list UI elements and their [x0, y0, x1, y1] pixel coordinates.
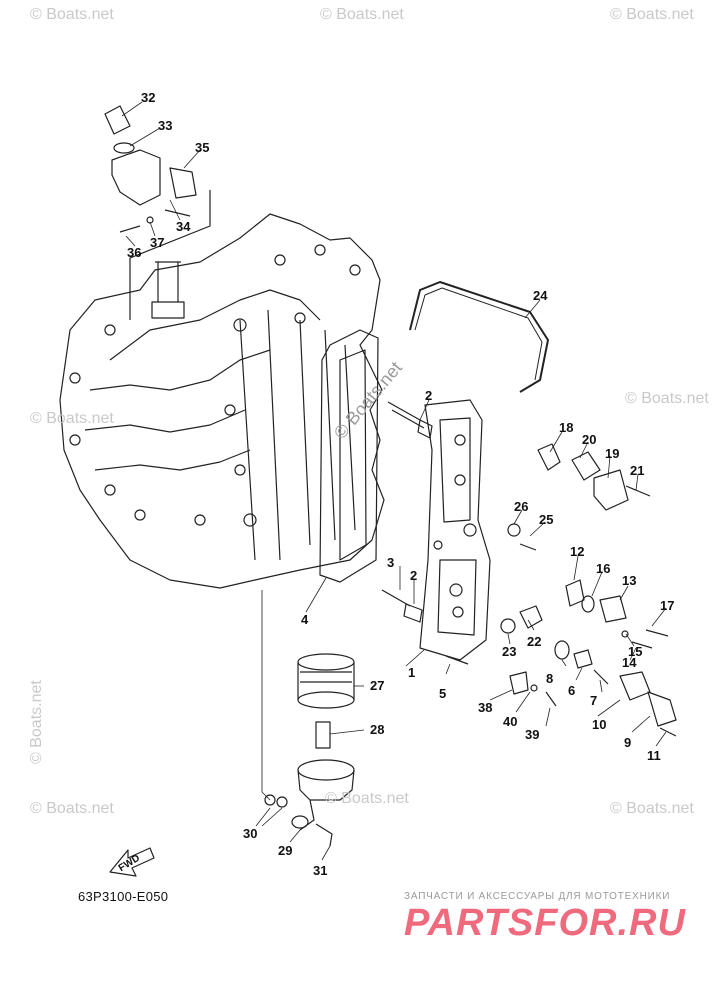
- callout-9: 9: [624, 735, 632, 750]
- callout-8: 8: [546, 671, 554, 686]
- callout-4: 4: [301, 612, 309, 627]
- callout-17: 17: [660, 598, 675, 613]
- thermostat-housing-group: [104, 105, 211, 320]
- watermark: © Boats.net: [28, 680, 45, 764]
- callout-37: 37: [150, 235, 165, 250]
- watermark: © Boats.net: [30, 800, 114, 817]
- callout-11: 11: [647, 748, 661, 763]
- callout-36: 36: [127, 245, 142, 260]
- callout-6: 6: [568, 683, 576, 698]
- callout-10: 10: [592, 717, 607, 732]
- callout-7: 7: [590, 693, 598, 708]
- engine-block: [59, 213, 385, 589]
- brand-logo[interactable]: PARTSFOR.RU: [404, 902, 686, 944]
- callout-32: 32: [141, 90, 156, 105]
- callout-25: 25: [539, 512, 554, 527]
- callout-24: 24: [533, 288, 548, 303]
- fwd-arrow: [109, 847, 155, 877]
- callout-35: 35: [195, 140, 210, 155]
- watermark: © Boats.net: [610, 6, 694, 23]
- callout-15: 15: [628, 644, 643, 659]
- callout-19: 19: [605, 446, 620, 461]
- callout-27: 27: [370, 678, 385, 693]
- filter-base: [291, 759, 355, 831]
- oil-filter: [297, 653, 355, 709]
- callout-23: 23: [502, 644, 517, 659]
- callout-26: 26: [514, 499, 529, 514]
- callout-34: 34: [176, 219, 191, 234]
- callout-30: 30: [243, 826, 258, 841]
- callout-29: 29: [278, 843, 293, 858]
- watermark: © Boats.net: [30, 410, 114, 427]
- callout-21: 21: [630, 463, 645, 478]
- callout-40: 40: [503, 714, 518, 729]
- callout-14: 14: [622, 655, 637, 670]
- brand-tagline: ЗАПЧАСТИ И АКСЕССУАРЫ ДЛЯ МОТОТЕХНИКИ: [404, 891, 671, 902]
- watermark: © Boats.net: [625, 390, 709, 407]
- watermark: © Boats.net: [30, 6, 114, 23]
- callout-5: 5: [439, 686, 447, 701]
- callout-1: 1: [408, 665, 416, 680]
- callout-16: 16: [596, 561, 611, 576]
- callout-20: 20: [582, 432, 597, 447]
- callout-38: 38: [478, 700, 493, 715]
- hose: [409, 281, 549, 393]
- callout-22: 22: [527, 634, 542, 649]
- cover-plate: [419, 399, 491, 661]
- callout-12: 12: [570, 544, 585, 559]
- watermark: © Boats.net: [325, 790, 409, 807]
- callout-18: 18: [559, 420, 574, 435]
- callout-13: 13: [622, 573, 637, 588]
- callout-39: 39: [525, 727, 540, 742]
- watermark: © Boats.net: [610, 800, 694, 817]
- callout-33: 33: [158, 118, 173, 133]
- callout-31: 31: [313, 863, 328, 878]
- callout-2b: 2: [410, 568, 418, 583]
- diagram-code: 63P3100-E050: [78, 889, 169, 904]
- watermark: © Boats.net: [320, 6, 404, 23]
- callout-2: 2: [425, 388, 433, 403]
- callout-28: 28: [370, 722, 385, 737]
- callout-3: 3: [387, 555, 395, 570]
